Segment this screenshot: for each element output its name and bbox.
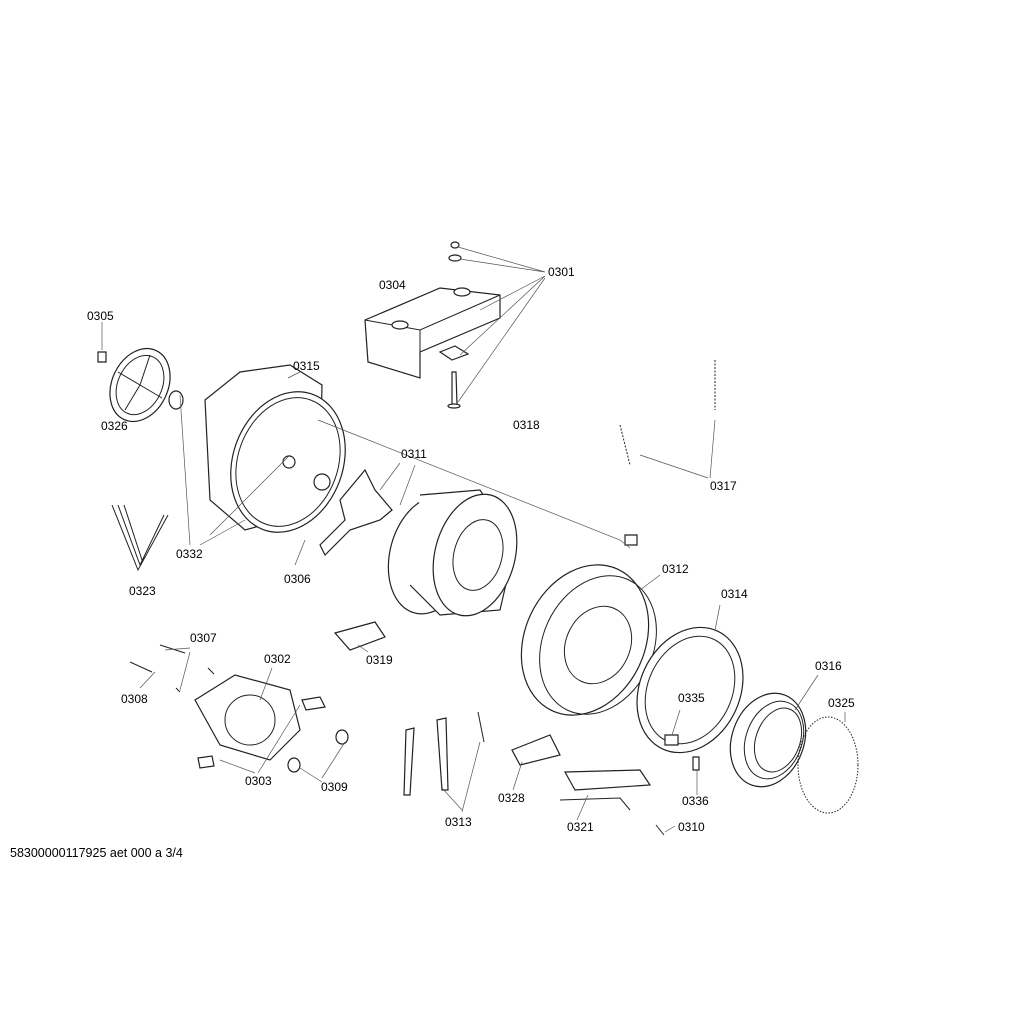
- part-wire-ring: [797, 716, 859, 814]
- label-0308: 0308: [121, 692, 148, 706]
- label-0317: 0317: [710, 479, 737, 493]
- part-drum: [387, 489, 518, 617]
- label-0309: 0309: [321, 780, 348, 794]
- part-motor: [194, 674, 326, 769]
- leader-lines: [101, 246, 846, 833]
- part-springs: [619, 360, 716, 466]
- label-0325: 0325: [828, 696, 855, 710]
- label-0304: 0304: [379, 278, 406, 292]
- label-0313: 0313: [445, 815, 472, 829]
- label-0335: 0335: [678, 691, 705, 705]
- label-0306: 0306: [284, 572, 311, 586]
- label-0316: 0316: [815, 659, 842, 673]
- part-belt: [111, 504, 169, 572]
- label-0315: 0315: [293, 359, 320, 373]
- part-spider-arm: [319, 468, 393, 557]
- label-0314: 0314: [721, 587, 748, 601]
- part-bracket: [333, 621, 386, 651]
- label-0321: 0321: [567, 820, 594, 834]
- label-0328: 0328: [498, 791, 525, 805]
- part-clamp-ring: [636, 626, 744, 771]
- label-0332: 0332: [176, 547, 203, 561]
- part-door-seal: [729, 692, 807, 788]
- label-0303: 0303: [245, 774, 272, 788]
- label-0305: 0305: [87, 309, 114, 323]
- label-0318: 0318: [513, 418, 540, 432]
- part-screws: [129, 644, 665, 836]
- part-rear-tub: [204, 364, 346, 533]
- label-0323: 0323: [129, 584, 156, 598]
- label-0312: 0312: [662, 562, 689, 576]
- label-0326: 0326: [101, 419, 128, 433]
- label-0311: 0311: [401, 447, 427, 461]
- label-0302: 0302: [264, 652, 291, 666]
- part-pulley: [97, 347, 184, 423]
- label-0319: 0319: [366, 653, 393, 667]
- part-counterweight: [364, 241, 501, 409]
- part-labels: 0301 0302 0303 0304 0305 0306 0307 0308 …: [87, 265, 855, 834]
- part-shock-absorbers: [403, 717, 449, 796]
- drawing-reference: 58300000117925 aet 000 a 3/4: [10, 846, 183, 860]
- label-0301: 0301: [548, 265, 575, 279]
- label-0310: 0310: [678, 820, 705, 834]
- label-0307: 0307: [190, 631, 217, 645]
- label-0336: 0336: [682, 794, 709, 808]
- part-heater: [511, 734, 652, 811]
